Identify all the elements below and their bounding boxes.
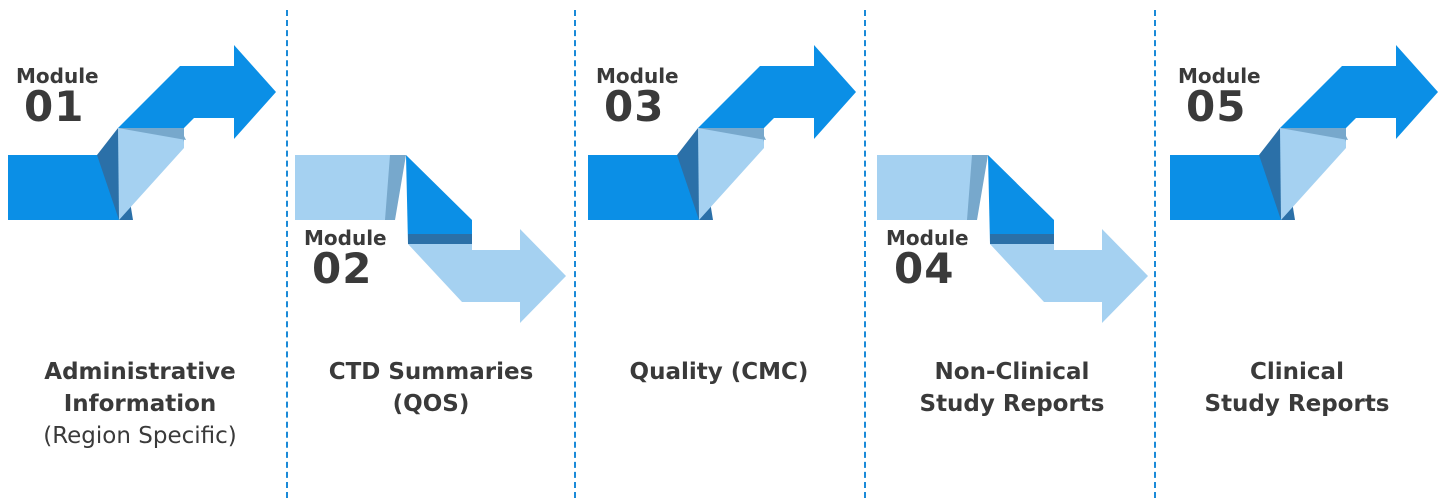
- module-number: 01: [24, 82, 85, 131]
- arrow-fold: [698, 128, 766, 140]
- arrow-fold: [408, 234, 472, 244]
- arrow-head: [1280, 45, 1438, 139]
- module-word: Module: [16, 64, 99, 88]
- caption-title-line: Study Reports: [919, 391, 1105, 417]
- arrow-fold: [1280, 128, 1348, 140]
- module-number: 05: [1186, 82, 1247, 131]
- module-caption: Quality (CMC): [584, 356, 854, 388]
- arrow-ribbon: [988, 155, 1054, 244]
- caption-title-line: Non-Clinical: [934, 359, 1090, 385]
- caption-title-line: Administrative: [44, 359, 236, 385]
- module-word: Module: [304, 226, 387, 250]
- caption-title-line: Quality (CMC): [629, 359, 809, 385]
- module-word: Module: [596, 64, 679, 88]
- arrow-head: [408, 229, 566, 323]
- caption-title-line: Clinical: [1250, 359, 1344, 385]
- caption-subtitle: (Region Specific): [43, 423, 237, 449]
- column-divider: [286, 10, 288, 498]
- arrow-fold: [990, 234, 1054, 244]
- module-number: 02: [312, 244, 373, 293]
- arrow-head: [990, 229, 1148, 323]
- arrow-head: [698, 45, 856, 139]
- module-number: 03: [604, 82, 665, 131]
- caption-title-line: CTD Summaries: [328, 359, 534, 385]
- module-number: 04: [894, 244, 955, 293]
- arrow-fold: [118, 128, 186, 140]
- arrow-band: [295, 155, 392, 220]
- arrow-band: [877, 155, 974, 220]
- caption-title-line: Information: [63, 391, 217, 417]
- arrow-fold: [967, 155, 988, 220]
- module-caption: CTD Summaries (QOS): [296, 356, 566, 420]
- caption-title-line: Study Reports: [1204, 391, 1390, 417]
- arrow-head: [118, 45, 276, 139]
- column-divider: [864, 10, 866, 498]
- arrow-band: [1170, 155, 1281, 220]
- arrow-ribbon: [118, 128, 184, 220]
- arrow-band: [588, 155, 699, 220]
- column-divider: [1154, 10, 1156, 498]
- arrow-ribbon: [406, 155, 472, 244]
- column-divider: [574, 10, 576, 498]
- arrow-fold: [385, 155, 406, 220]
- arrow-band: [8, 155, 119, 220]
- caption-title-line: (QOS): [392, 391, 470, 417]
- module-word: Module: [886, 226, 969, 250]
- arrow-ribbon: [1280, 128, 1346, 220]
- arrow-ribbon: [698, 128, 764, 220]
- module-word: Module: [1178, 64, 1261, 88]
